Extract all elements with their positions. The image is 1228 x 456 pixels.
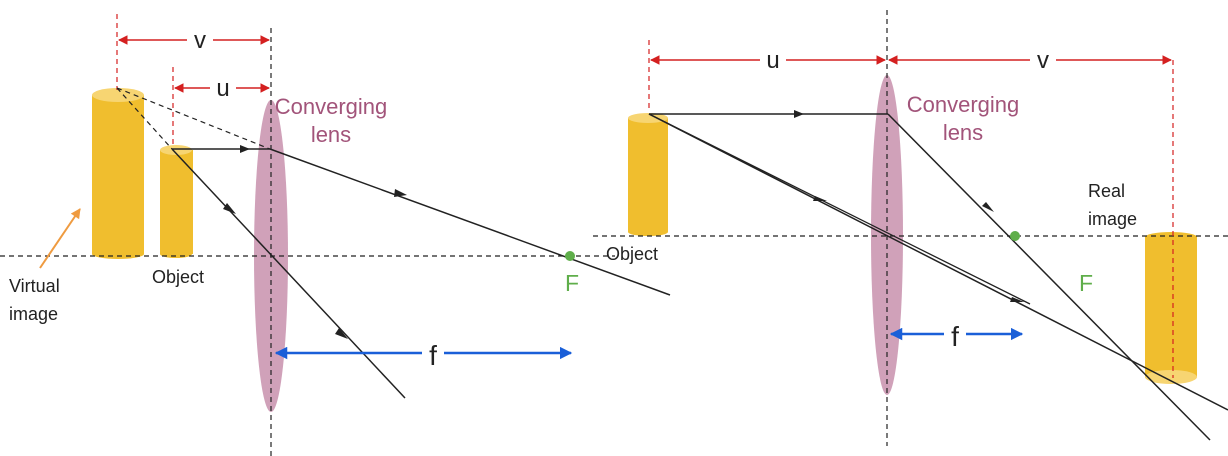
right-diagram: u v F f Converging lens Object Real imag… <box>593 10 1228 446</box>
right-focal-point-label: F <box>1079 270 1093 296</box>
right-focal-length-label: f <box>951 321 959 352</box>
left-virtual-label-line2: image <box>9 304 58 324</box>
left-v-label: v <box>194 27 206 54</box>
right-u-label: u <box>766 47 779 74</box>
right-ray-center <box>648 113 1228 411</box>
right-lens-label-line2: lens <box>943 120 983 145</box>
right-ray-center-arrow-2 <box>1010 297 1024 302</box>
left-ray-back-extension-2 <box>116 87 173 150</box>
right-ray-refracted <box>887 113 1211 441</box>
left-lens-label-line1: Converging <box>275 94 388 119</box>
right-ray-third <box>648 113 1031 305</box>
right-ray-parallel-arrow <box>794 110 804 118</box>
right-v-label: v <box>1037 47 1049 74</box>
left-virtual-image-cylinder <box>92 88 144 259</box>
left-u-label: u <box>216 75 229 102</box>
left-ray-parallel-arrow <box>240 145 250 153</box>
left-focal-length-label: f <box>429 340 437 371</box>
left-ray-refracted-arrow <box>394 189 407 197</box>
left-ray-center-arrow-2 <box>335 328 348 339</box>
right-object-cylinder <box>628 113 668 236</box>
left-object-label: Object <box>152 267 204 287</box>
left-virtual-image-pointer-arrow <box>39 208 81 269</box>
right-ray-refracted-arrow <box>982 202 994 212</box>
left-focal-point <box>565 251 575 261</box>
left-virtual-label-line1: Virtual <box>9 276 60 296</box>
right-real-image-cylinder <box>1145 232 1197 384</box>
right-focal-point <box>1010 231 1020 241</box>
left-ray-back-extension-1 <box>116 87 271 150</box>
left-diagram: v u F f Converging lens Object Virtual i… <box>0 14 671 456</box>
right-lens-label-line1: Converging <box>907 92 1020 117</box>
right-real-label-line1: Real <box>1088 181 1125 201</box>
left-ray-center <box>171 148 406 399</box>
left-object-cylinder <box>160 145 193 258</box>
left-ray-refracted <box>269 148 671 296</box>
left-lens-label-line2: lens <box>311 122 351 147</box>
right-object-label: Object <box>606 244 658 264</box>
right-real-label-line2: image <box>1088 209 1137 229</box>
left-ray-center-arrow-1 <box>223 203 236 214</box>
left-focal-point-label: F <box>565 270 579 296</box>
